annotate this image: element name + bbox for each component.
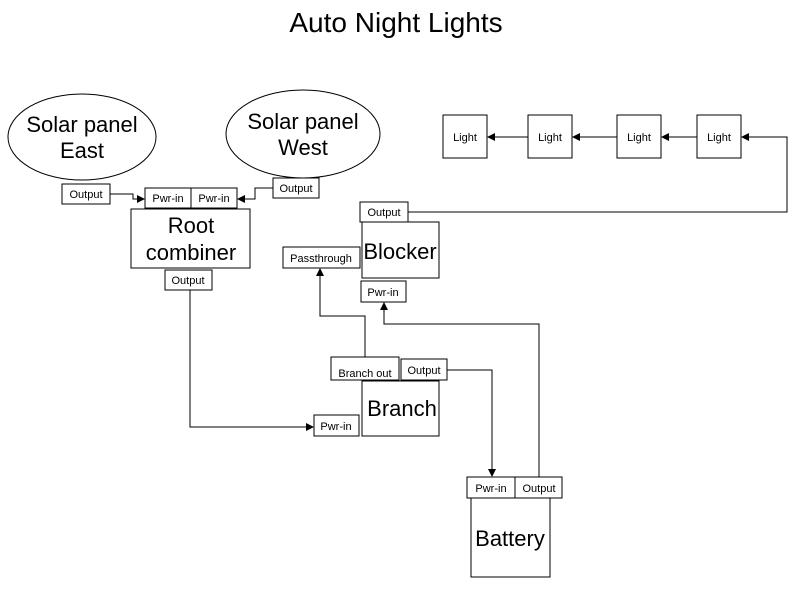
solar-east-label-1: Solar panel [26,112,137,137]
edge-solar-west-to-root [237,187,273,203]
branch-label: Branch [367,396,437,421]
diagram-title: Auto Night Lights [289,7,502,38]
edge-branch-out-to-passthrough [316,268,366,357]
branch-node[interactable] [361,380,440,437]
light-label-2: Light [538,132,562,144]
branch-pwr-in-port[interactable] [313,414,360,437]
solar-west-label-1: Solar panel [247,109,358,134]
root-combiner-pwr-in-1-label: Pwr-in [152,193,183,205]
battery-node[interactable] [470,497,551,578]
branch-out-label: Branch out [338,368,391,380]
battery-pwr-in-label: Pwr-in [475,483,506,495]
root-combiner-node[interactable] [130,208,251,269]
root-combiner-pwr-in-2-label: Pwr-in [198,193,229,205]
blocker-node[interactable] [361,221,440,279]
light-node-1[interactable] [442,114,488,159]
light-label-3: Light [627,132,651,144]
solar-east-label-2: East [60,138,104,163]
blocker-pwr-in-label: Pwr-in [367,287,398,299]
light-label-1: Light [453,132,477,144]
branch-output-label: Output [407,365,440,377]
edge-battery-to-blocker [380,302,540,477]
solar-east-output-label: Output [69,189,102,201]
solar-east-node[interactable] [7,93,157,181]
root-combiner-label-1: Root [168,213,214,238]
solar-west-label-2: West [278,135,328,160]
solar-west-node[interactable] [225,89,381,179]
solar-west-output-label: Output [279,183,312,195]
root-combiner-label-2: combiner [146,240,236,265]
blocker-label: Blocker [363,239,436,264]
battery-label: Battery [475,526,545,551]
blocker-output-label: Output [367,207,400,219]
blocker-passthrough-label: Passthrough [290,253,352,265]
root-combiner-output-label: Output [171,275,204,287]
battery-output-label: Output [522,483,555,495]
edge-solar-east-to-root [110,193,145,203]
root-combiner-output-port[interactable] [164,269,213,291]
branch-pwr-in-label: Pwr-in [320,421,351,433]
edge-root-to-branch [189,290,314,431]
edge-blocker-to-lights [408,133,788,213]
edge-branch-to-battery [447,369,496,477]
light-label-4: Light [707,132,731,144]
